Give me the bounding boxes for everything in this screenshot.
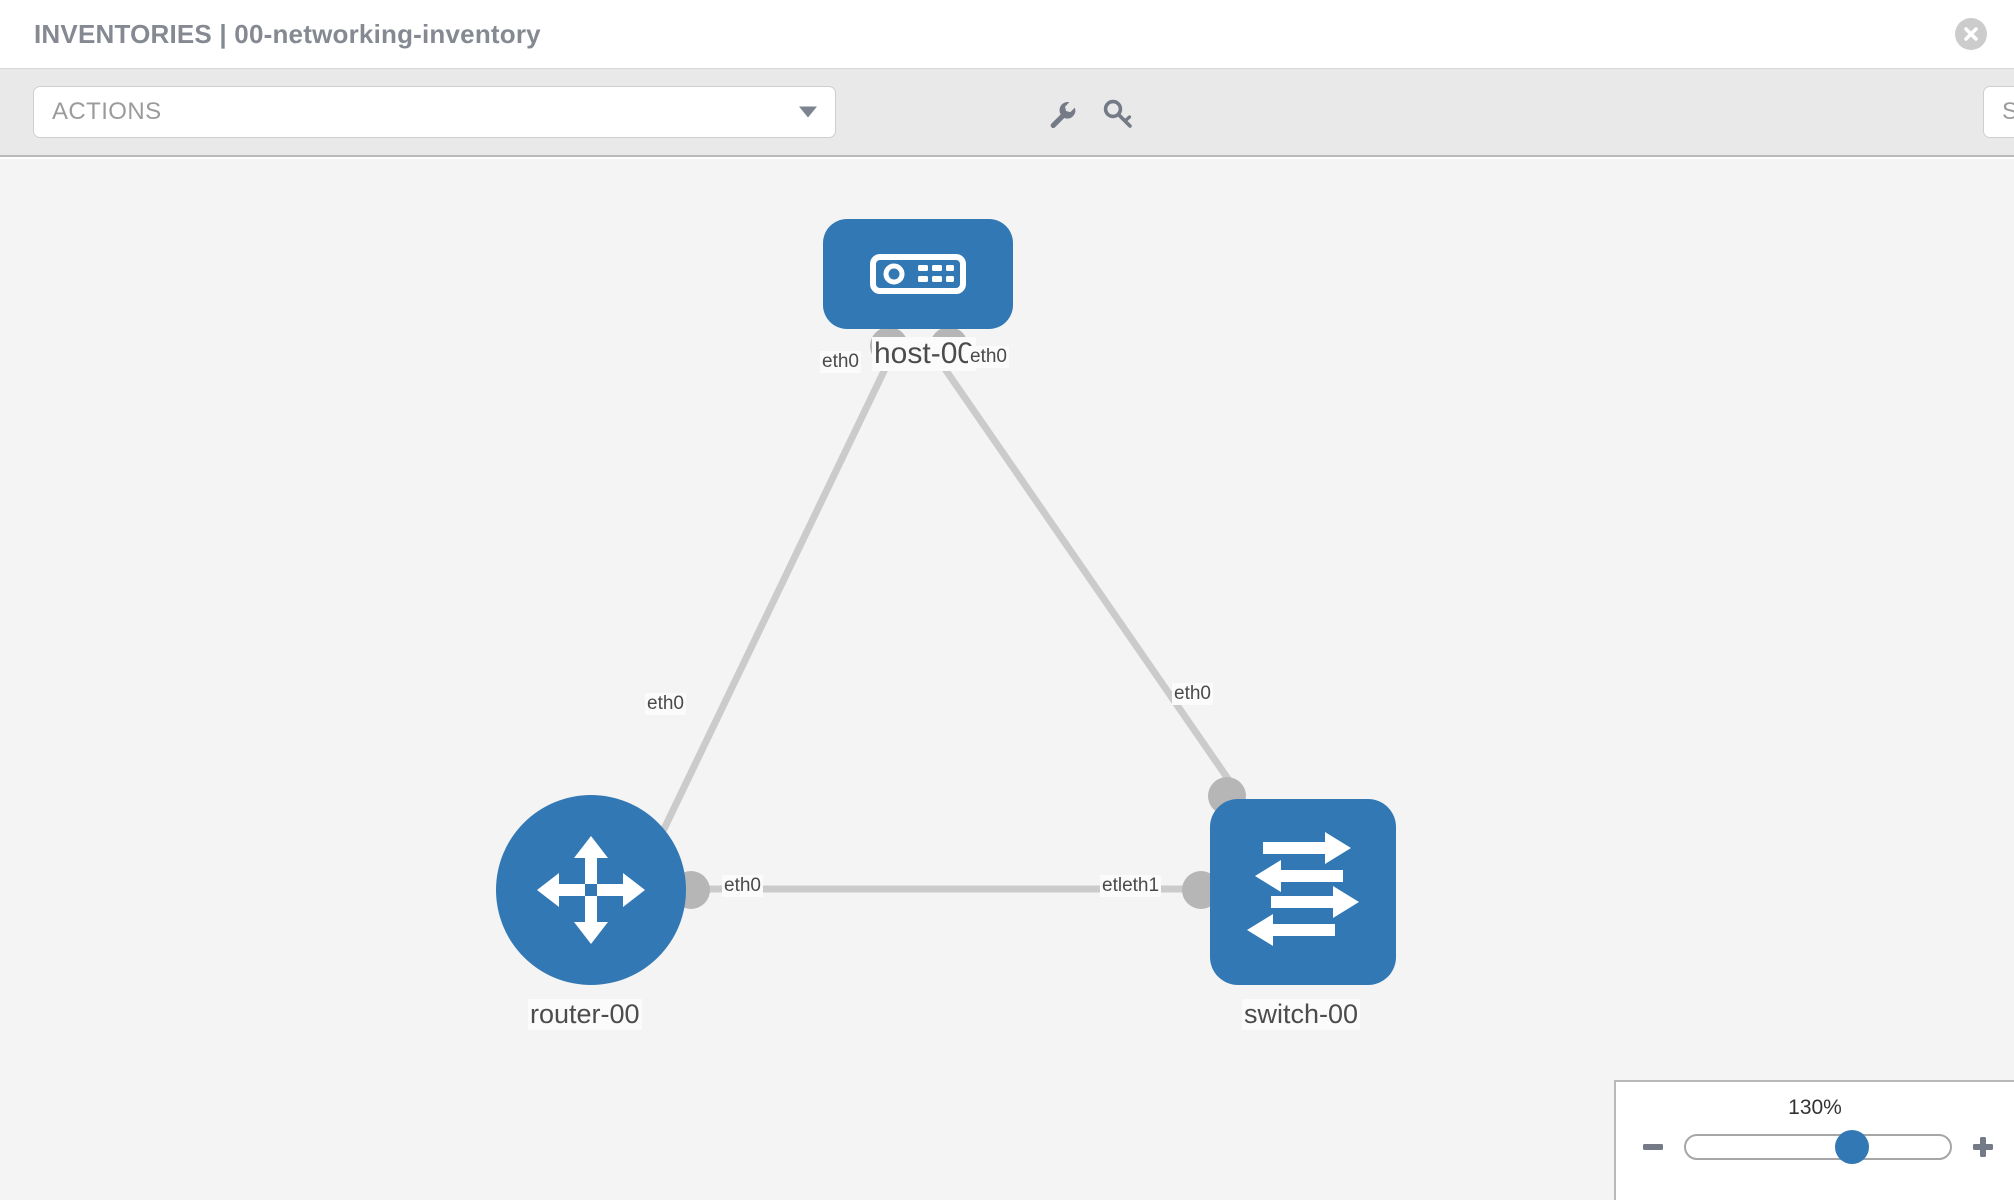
topology-canvas[interactable]: host-00 eth0 eth0 router-00 eth0 eth0	[0, 159, 2014, 1200]
toolbar: ACTIONS SEARCH	[0, 68, 2014, 157]
zoom-out-button[interactable]	[1638, 1132, 1668, 1162]
chevron-down-icon	[799, 106, 817, 118]
router-arrows-icon	[537, 836, 645, 944]
node-label-host-00: host-00	[872, 337, 977, 371]
zoom-control-panel: 130%	[1614, 1080, 2014, 1200]
wrench-icon[interactable]	[1042, 94, 1082, 134]
node-label-router-00: router-00	[528, 999, 642, 1030]
switch-arrows-icon	[1247, 832, 1359, 946]
zoom-in-button[interactable]	[1968, 1132, 1998, 1162]
zoom-slider[interactable]	[1684, 1130, 1952, 1164]
zoom-slider-thumb[interactable]	[1835, 1130, 1870, 1164]
edge-label-host-right: eth0	[968, 346, 1009, 368]
key-icon[interactable]	[1098, 94, 1138, 134]
edge-label-router-right: eth0	[722, 875, 763, 897]
host-node-shape	[823, 219, 1013, 329]
router-node-shape	[496, 795, 686, 985]
search-input[interactable]: SEARCH	[1983, 86, 2014, 138]
link-host-router[interactable]	[636, 365, 889, 883]
edge-label-router-up: eth0	[645, 693, 686, 715]
zoom-slider-row	[1638, 1130, 1998, 1164]
page-header: INVENTORIES | 00-networking-inventory	[0, 0, 2014, 68]
page-title: INVENTORIES | 00-networking-inventory	[34, 18, 541, 49]
edge-label-switch-left: etleth1	[1100, 875, 1162, 897]
edge-label-host-left: eth0	[820, 351, 861, 373]
link-host-switch[interactable]	[941, 365, 1239, 793]
edge-label-switch-up: eth0	[1172, 683, 1213, 705]
zoom-level-label: 130%	[1788, 1096, 1842, 1119]
search-placeholder: SEARCH	[2002, 98, 2014, 125]
close-icon[interactable]	[1955, 18, 1987, 50]
switch-node-shape	[1210, 799, 1396, 985]
node-label-switch-00: switch-00	[1242, 999, 1361, 1030]
actions-dropdown[interactable]: ACTIONS	[33, 86, 836, 138]
server-icon	[870, 254, 966, 294]
actions-dropdown-label: ACTIONS	[52, 98, 162, 125]
